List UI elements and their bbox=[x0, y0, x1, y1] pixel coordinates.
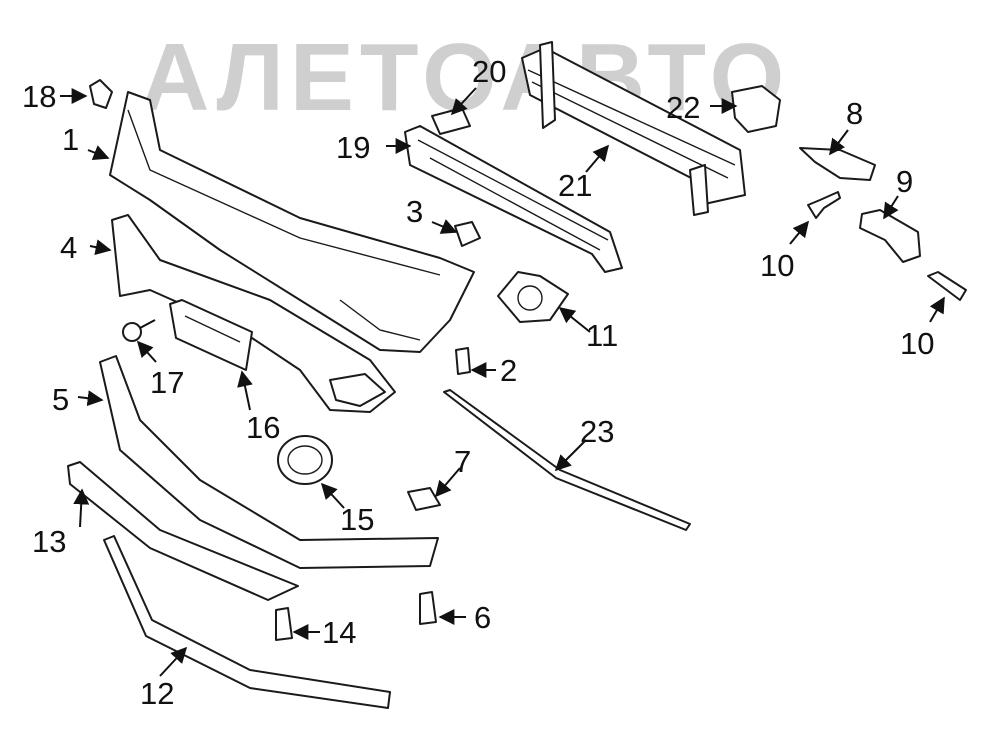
callout-1: 1 bbox=[62, 122, 79, 157]
leader-13 bbox=[73, 488, 90, 528]
callout-12: 12 bbox=[140, 676, 174, 711]
callout-21: 21 bbox=[558, 168, 592, 203]
callout-3: 3 bbox=[406, 194, 423, 229]
callout-2: 2 bbox=[500, 353, 517, 388]
callout-9: 9 bbox=[896, 164, 913, 199]
part-9-guide bbox=[859, 209, 921, 263]
part-5-lower-cover bbox=[99, 355, 439, 569]
part-1-bumper-cover bbox=[109, 91, 475, 353]
callout-15: 15 bbox=[340, 502, 374, 537]
part-16-plate-bracket bbox=[169, 299, 253, 371]
leader-16 bbox=[237, 370, 253, 411]
leader-7 bbox=[434, 467, 461, 498]
part-22-bracket bbox=[731, 85, 781, 133]
callout-22: 22 bbox=[666, 90, 700, 125]
part-11-fog-lamp-bracket bbox=[497, 271, 569, 323]
leader-23 bbox=[554, 439, 587, 472]
leader-17 bbox=[136, 340, 157, 363]
leader-10a bbox=[789, 220, 810, 245]
callout-18: 18 bbox=[22, 79, 56, 114]
leader-9 bbox=[883, 195, 899, 220]
part-3-clip bbox=[454, 221, 481, 247]
callout-5: 5 bbox=[52, 382, 69, 417]
callout-10a: 10 bbox=[760, 248, 794, 283]
callout-6: 6 bbox=[474, 600, 491, 635]
part-2-bolt bbox=[455, 347, 471, 375]
part-17-screw bbox=[122, 319, 156, 342]
leader-11 bbox=[558, 307, 591, 333]
part-7-clip-nut bbox=[407, 487, 441, 511]
leader-8 bbox=[829, 129, 849, 156]
callout-13: 13 bbox=[32, 524, 66, 559]
leader-3 bbox=[431, 219, 458, 234]
callout-23: 23 bbox=[580, 414, 614, 449]
part-4-lower-panel bbox=[111, 214, 396, 413]
callout-20: 20 bbox=[472, 54, 506, 89]
callout-7: 7 bbox=[454, 444, 471, 479]
part-8-bracket bbox=[799, 147, 876, 181]
leader-4 bbox=[89, 239, 112, 256]
part-15-fog-bezel bbox=[277, 435, 333, 485]
leader-1 bbox=[87, 145, 110, 161]
leader-21 bbox=[585, 144, 610, 173]
part-23-moulding bbox=[443, 389, 691, 531]
callout-16: 16 bbox=[246, 410, 280, 445]
part-10-bolt-a bbox=[807, 191, 841, 219]
callout-4: 4 bbox=[60, 230, 77, 265]
part-14-screw bbox=[275, 607, 293, 641]
part-10-bolt-b bbox=[927, 271, 967, 301]
leader-5 bbox=[77, 390, 104, 407]
callout-17: 17 bbox=[150, 365, 184, 400]
leader-20 bbox=[450, 87, 477, 116]
callout-8: 8 bbox=[846, 96, 863, 131]
part-19-energy-absorber bbox=[404, 125, 623, 273]
leader-10b bbox=[929, 296, 945, 323]
callout-14: 14 bbox=[322, 615, 356, 650]
callout-10b: 10 bbox=[900, 326, 934, 361]
part-21-reinforcement-beam bbox=[521, 41, 746, 216]
callout-11: 11 bbox=[586, 318, 618, 353]
leader-12 bbox=[159, 646, 188, 677]
part-18-grommet bbox=[89, 79, 113, 109]
callout-19: 19 bbox=[336, 130, 370, 165]
leader-15 bbox=[320, 482, 345, 509]
part-6-screw bbox=[419, 591, 437, 625]
